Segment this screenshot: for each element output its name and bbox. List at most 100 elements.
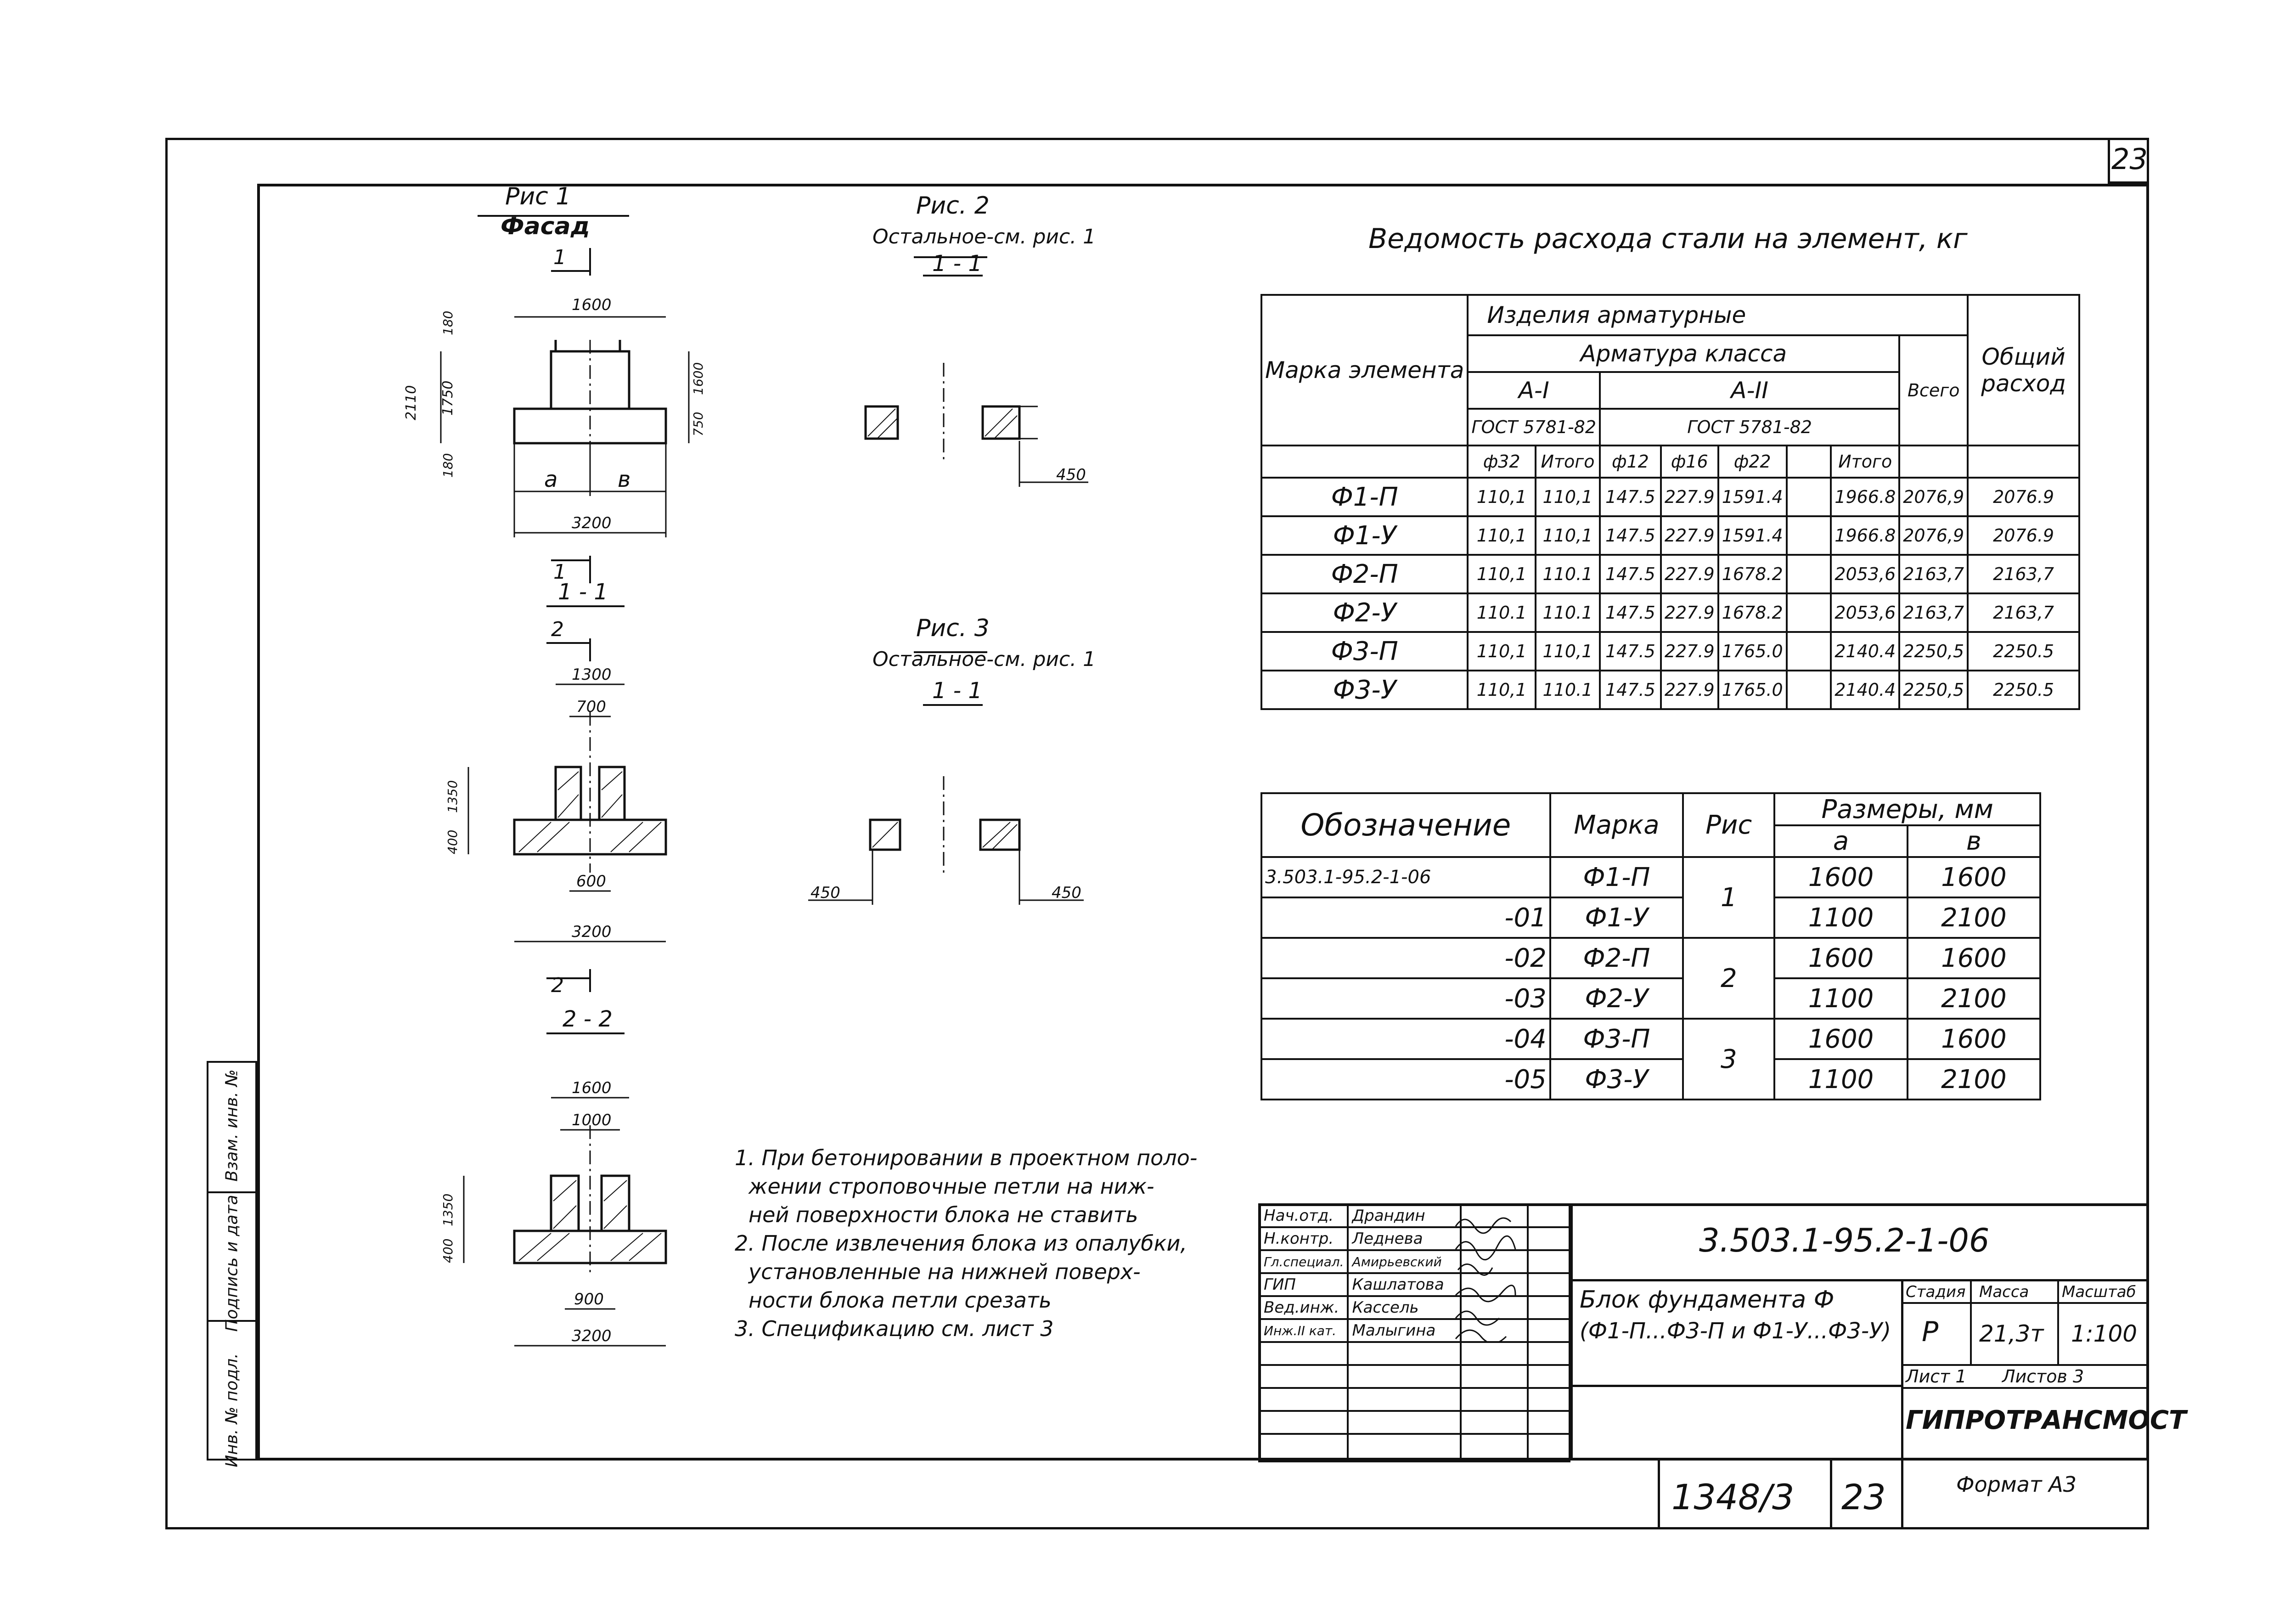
table-row: -04 Ф3-П 3 1600 1600	[1261, 1018, 2042, 1100]
fig1-subtitle: Фасад	[501, 213, 590, 240]
cell-des: -05	[1261, 1058, 1551, 1100]
dimensions-table: Обозначение Марка Рис Размеры, мм а в 3.…	[1261, 792, 2042, 1100]
sec22-dim-h2: 400	[440, 1239, 456, 1263]
fig2-title: Рис. 2	[916, 192, 990, 220]
sec22-title: 2 - 2	[563, 1006, 613, 1032]
cell: 1678.2	[1717, 592, 1788, 633]
cell: 2163,7	[1898, 554, 1969, 594]
fig1-dim-hcol: 1750	[440, 381, 456, 416]
cell-a: 1100	[1773, 977, 1908, 1020]
role: Гл.специал.	[1258, 1249, 1349, 1274]
cell: 2140.4	[1830, 631, 1901, 671]
notes: 1. При бетонировании в проектном поло- ж…	[735, 1144, 1249, 1343]
cell-a: 1100	[1773, 1058, 1908, 1100]
sec11-col-left	[554, 766, 582, 821]
cell: 110,1	[1467, 554, 1536, 594]
fig2-hatch	[867, 408, 1018, 439]
cell: 2076,9	[1898, 477, 1969, 517]
row-mark: Ф3-У	[1260, 670, 1469, 710]
cell-mark: Ф3-П	[1549, 1018, 1684, 1060]
cell: 2250.5	[1967, 631, 2080, 671]
cell-mark: Ф1-У	[1549, 897, 1684, 939]
cell: 1678.2	[1717, 554, 1788, 594]
stage-value: Р	[1922, 1316, 1939, 1348]
cell: 110,1	[1534, 515, 1601, 556]
fig3-hatch	[872, 822, 1018, 850]
signature	[1455, 1310, 1500, 1326]
fig1-dim-b: в	[618, 467, 630, 492]
note-line: ности блока петли срезать	[748, 1288, 1052, 1313]
sec11-dim-base: 600	[576, 872, 606, 891]
role: Инж.II кат.	[1258, 1318, 1349, 1343]
doc-name-1: Блок фундамента Ф	[1580, 1286, 1835, 1314]
cell-b: 2100	[1906, 977, 2042, 1020]
doc-code: 3.503.1-95.2-1-06	[1699, 1222, 1990, 1259]
th-sizes: Размеры, мм	[1773, 792, 2041, 826]
name: Кашлатова	[1346, 1272, 1462, 1297]
cell: 2250,5	[1898, 670, 1969, 710]
sheets-label: Листов 3	[2002, 1366, 2084, 1387]
th-mark: Марка элемента	[1260, 294, 1469, 446]
sec22-dim-inner: 1000	[572, 1111, 612, 1129]
scale-value: 1:100	[2071, 1320, 2138, 1347]
cell: 2250.5	[1967, 670, 2080, 710]
album-box	[1658, 1461, 1903, 1529]
fig3-title: Рис. 3	[916, 615, 990, 642]
cell: 227.9	[1660, 592, 1719, 633]
th-class: Арматура класса	[1467, 334, 1901, 373]
table-row: -01 Ф1-У 1100 2100	[1261, 897, 2042, 939]
cell: 1966.8	[1830, 477, 1901, 517]
cell: 147.5	[1599, 670, 1662, 710]
fig1-dim-htotal: 2110	[403, 385, 419, 420]
fig1-dim-hright2: 750	[691, 412, 706, 436]
fig2-block-left	[864, 405, 899, 440]
th-sub-blank3	[1967, 445, 2080, 479]
cell: 2163,7	[1967, 554, 2080, 594]
table-row: -05 Ф3-У 1100 2100	[1261, 1058, 2042, 1100]
cell-des: -01	[1261, 897, 1551, 939]
sheet-title: Ведомость расхода стали на элемент, кг	[1368, 223, 1968, 255]
cell: 2163,7	[1898, 592, 1969, 633]
cell: 110,1	[1467, 670, 1536, 710]
cell: 2250,5	[1898, 631, 1969, 671]
signature	[1455, 1285, 1516, 1303]
fig3-dim-450-left: 450	[810, 884, 840, 902]
cell	[1785, 670, 1832, 710]
cell	[1785, 631, 1832, 671]
sec11-dim-h2: 400	[445, 830, 460, 854]
note-line: 3. Спецификацию см. лист 3	[735, 1316, 1054, 1341]
sheet-label: Лист 1	[1906, 1366, 1967, 1387]
cell-des: -03	[1261, 977, 1551, 1020]
cell-a: 1600	[1773, 1018, 1908, 1060]
cell: 110.1	[1534, 554, 1601, 594]
cell-b: 2100	[1906, 897, 2042, 939]
cell-a: 1100	[1773, 897, 1908, 939]
mass-label: Масса	[1979, 1283, 2029, 1301]
row-mark: Ф3-П	[1260, 631, 1469, 671]
cell-des: 3.503.1-95.2-1-06	[1261, 856, 1551, 898]
cell: 147.5	[1599, 631, 1662, 671]
cell-b: 1600	[1906, 1018, 2042, 1060]
th-sub-total1: Итого	[1534, 445, 1601, 479]
cell: 2076,9	[1898, 515, 1969, 556]
sec11-marker: 2	[551, 618, 564, 641]
doc-name-2: (Ф1-П...Ф3-П и Ф1-У...Ф3-У)	[1580, 1318, 1891, 1344]
sec11-title: 1 - 1	[558, 579, 608, 605]
note-line: 1. При бетонировании в проектном поло-	[735, 1145, 1198, 1170]
sec11-hatch	[518, 771, 662, 852]
note-line: жении строповочные петли на ниж-	[748, 1174, 1154, 1199]
fig2-block-right	[981, 405, 1021, 440]
th-sub-f12: ф12	[1599, 445, 1662, 479]
th-gost1: ГОСТ 5781-82	[1467, 408, 1601, 446]
th-size-b: в	[1906, 824, 2042, 858]
row-mark: Ф1-У	[1260, 515, 1469, 556]
row-mark: Ф2-У	[1260, 592, 1469, 633]
fig1-dim-hright: 1600	[691, 362, 706, 395]
cell: 227.9	[1660, 631, 1719, 671]
note-line: ней поверхности блока не ставить	[748, 1202, 1138, 1227]
sec11-dim-bottom: 3200	[572, 923, 612, 941]
table-row: -03 Ф2-У 1100 2100	[1261, 977, 2042, 1020]
signature	[1457, 1263, 1493, 1276]
